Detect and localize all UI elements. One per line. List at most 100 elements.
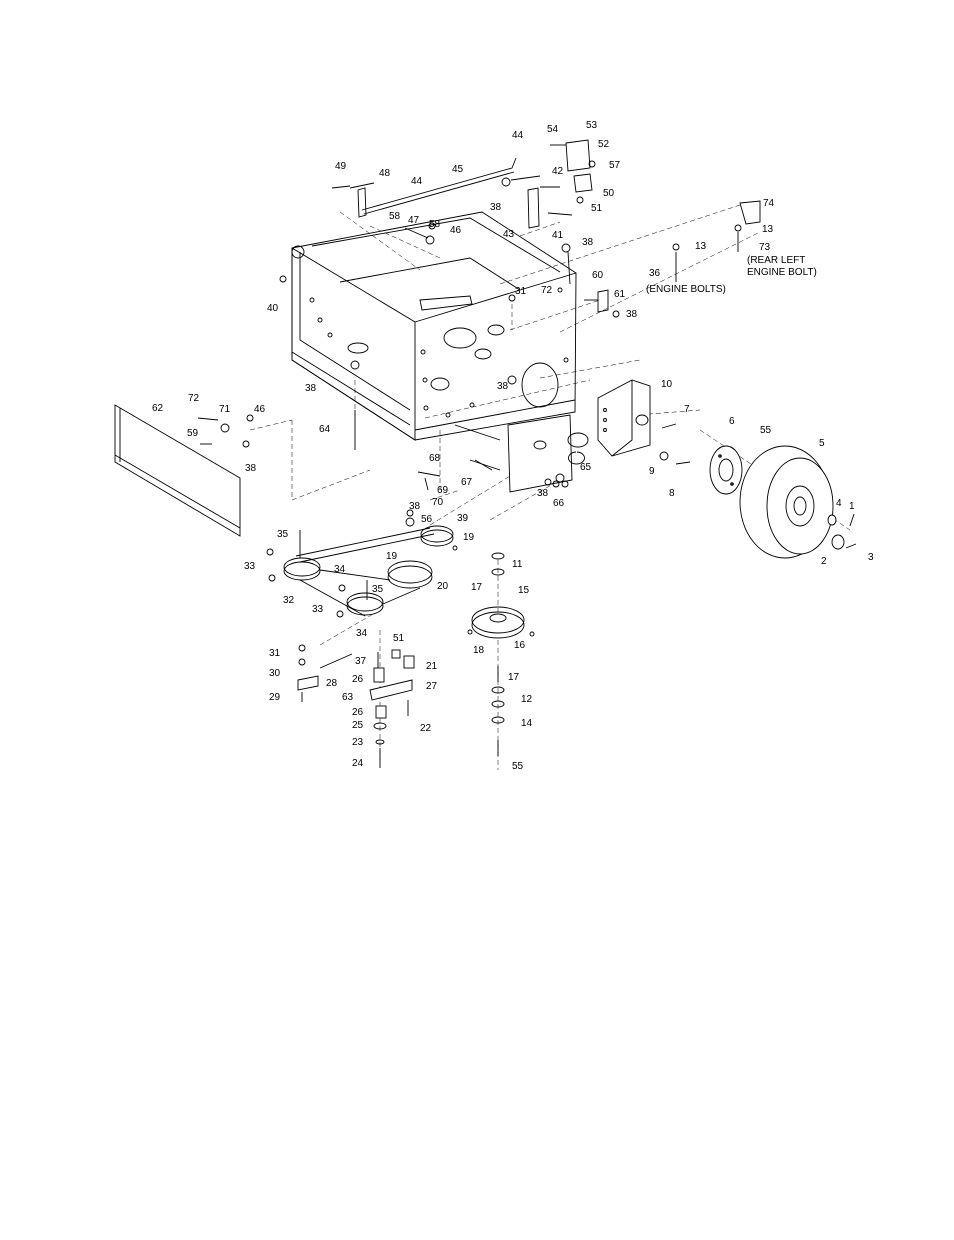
callout-c40: 40 (267, 303, 279, 314)
callout-c11: 11 (512, 559, 523, 570)
callout-c23: 23 (352, 737, 364, 748)
callout-c39: 39 (457, 513, 469, 524)
callout-c68: 68 (429, 453, 441, 464)
deflector-plate (114, 404, 254, 537)
callout-c58b: 58 (429, 219, 441, 230)
callout-c9: 9 (649, 466, 655, 477)
callout-c7: 7 (684, 404, 690, 415)
rear-wheel-tire (739, 445, 857, 559)
callout-c27: 27 (426, 681, 438, 692)
callout-c17a: 17 (471, 582, 483, 593)
callout-c46b: 46 (254, 404, 266, 415)
callout-c26a: 26 (352, 674, 364, 685)
callout-c34b: 34 (356, 628, 368, 639)
callout-c28: 28 (326, 678, 338, 689)
callout-c64: 64 (319, 424, 331, 435)
callout-c51a: 51 (591, 203, 603, 214)
callout-c46a: 46 (450, 225, 462, 236)
side-panel (417, 414, 589, 493)
wheel-mount-bracket (597, 379, 691, 465)
callout-c22: 22 (420, 723, 432, 734)
wheel-hub (709, 445, 743, 495)
callout-c2: 2 (821, 556, 827, 567)
callout-c34a: 34 (334, 564, 346, 575)
callout-c31a: 31 (269, 648, 281, 659)
callout-c15: 15 (518, 585, 530, 596)
control-rod-assembly (331, 139, 761, 318)
callout-c33b: 33 (312, 604, 324, 615)
callout-c37: 37 (355, 656, 367, 667)
callout-c3: 3 (868, 552, 874, 563)
callout-c54: 54 (547, 124, 559, 135)
callout-c38c: 38 (626, 309, 638, 320)
callout-c45: 45 (452, 164, 464, 175)
callout-c30: 30 (269, 668, 281, 679)
callout-c25: 25 (352, 720, 364, 731)
callout-c24: 24 (352, 758, 364, 769)
callout-c61: 61 (614, 289, 626, 300)
callout-c43: 43 (503, 229, 515, 240)
callout-c42: 42 (552, 166, 564, 177)
callout-c72a: 72 (188, 393, 200, 404)
spindle-stack (491, 552, 505, 756)
callout-c38a: 38 (490, 202, 502, 213)
bolts-and-fasteners (350, 360, 585, 517)
callout-c19b: 19 (386, 551, 398, 562)
callout-c38e: 38 (497, 381, 509, 392)
callout-c17b: 17 (508, 672, 520, 683)
callout-c31b: 31 (515, 286, 527, 297)
callout-c16: 16 (514, 640, 526, 651)
callout-c44a: 44 (512, 130, 524, 141)
callout-c67: 67 (461, 477, 473, 488)
callout-c70: 70 (432, 497, 444, 508)
callout-c20: 20 (437, 581, 449, 592)
callout-c50: 50 (603, 188, 615, 199)
callout-c36: 36 (649, 268, 661, 279)
callout-c38b: 38 (582, 237, 594, 248)
callout-c73: 73 (759, 242, 771, 253)
callout-c35b: 35 (372, 584, 384, 595)
callout-c49: 49 (335, 161, 347, 172)
callout-c38f: 38 (537, 488, 549, 499)
callout-c63: 63 (342, 692, 354, 703)
engine-bolts-note: (ENGINE BOLTS) (646, 284, 726, 295)
callout-c48: 48 (379, 168, 391, 179)
callout-c62: 62 (152, 403, 164, 414)
callout-c52: 52 (598, 139, 610, 150)
rear-left-note-line1: (REAR LEFT (747, 255, 805, 266)
callout-c6: 6 (729, 416, 735, 427)
callout-c38g: 38 (245, 463, 257, 474)
callout-c74: 74 (763, 198, 775, 209)
callout-c13b: 13 (762, 224, 774, 235)
callout-c38d: 38 (305, 383, 317, 394)
callout-c14: 14 (521, 718, 533, 729)
callout-c19a: 19 (463, 532, 475, 543)
callout-c33a: 33 (244, 561, 256, 572)
callout-c44b: 44 (411, 176, 423, 187)
callout-c58a: 58 (389, 211, 401, 222)
callout-c55a: 55 (760, 425, 772, 436)
callout-c26b: 26 (352, 707, 364, 718)
main-frame-chassis (279, 211, 577, 441)
callout-c55b: 55 (512, 761, 524, 772)
callout-c13a: 13 (695, 241, 707, 252)
callout-c51b: 51 (393, 633, 405, 644)
callout-c5: 5 (819, 438, 825, 449)
callout-c47: 47 (408, 215, 420, 226)
callout-c8: 8 (669, 488, 675, 499)
idler-arm-stack (297, 644, 415, 768)
callout-c10: 10 (661, 379, 673, 390)
notes: (ENGINE BOLTS) (REAR LEFT ENGINE BOLT) (646, 255, 817, 295)
callout-c18: 18 (473, 645, 485, 656)
callout-c29: 29 (269, 692, 281, 703)
callout-c72b: 72 (541, 285, 553, 296)
callout-c59: 59 (187, 428, 199, 439)
callout-c4: 4 (836, 498, 842, 509)
callout-c66: 66 (553, 498, 565, 509)
rear-left-note-line2: ENGINE BOLT) (747, 267, 817, 278)
callout-c12: 12 (521, 694, 533, 705)
belt-drive-assembly (266, 517, 535, 639)
